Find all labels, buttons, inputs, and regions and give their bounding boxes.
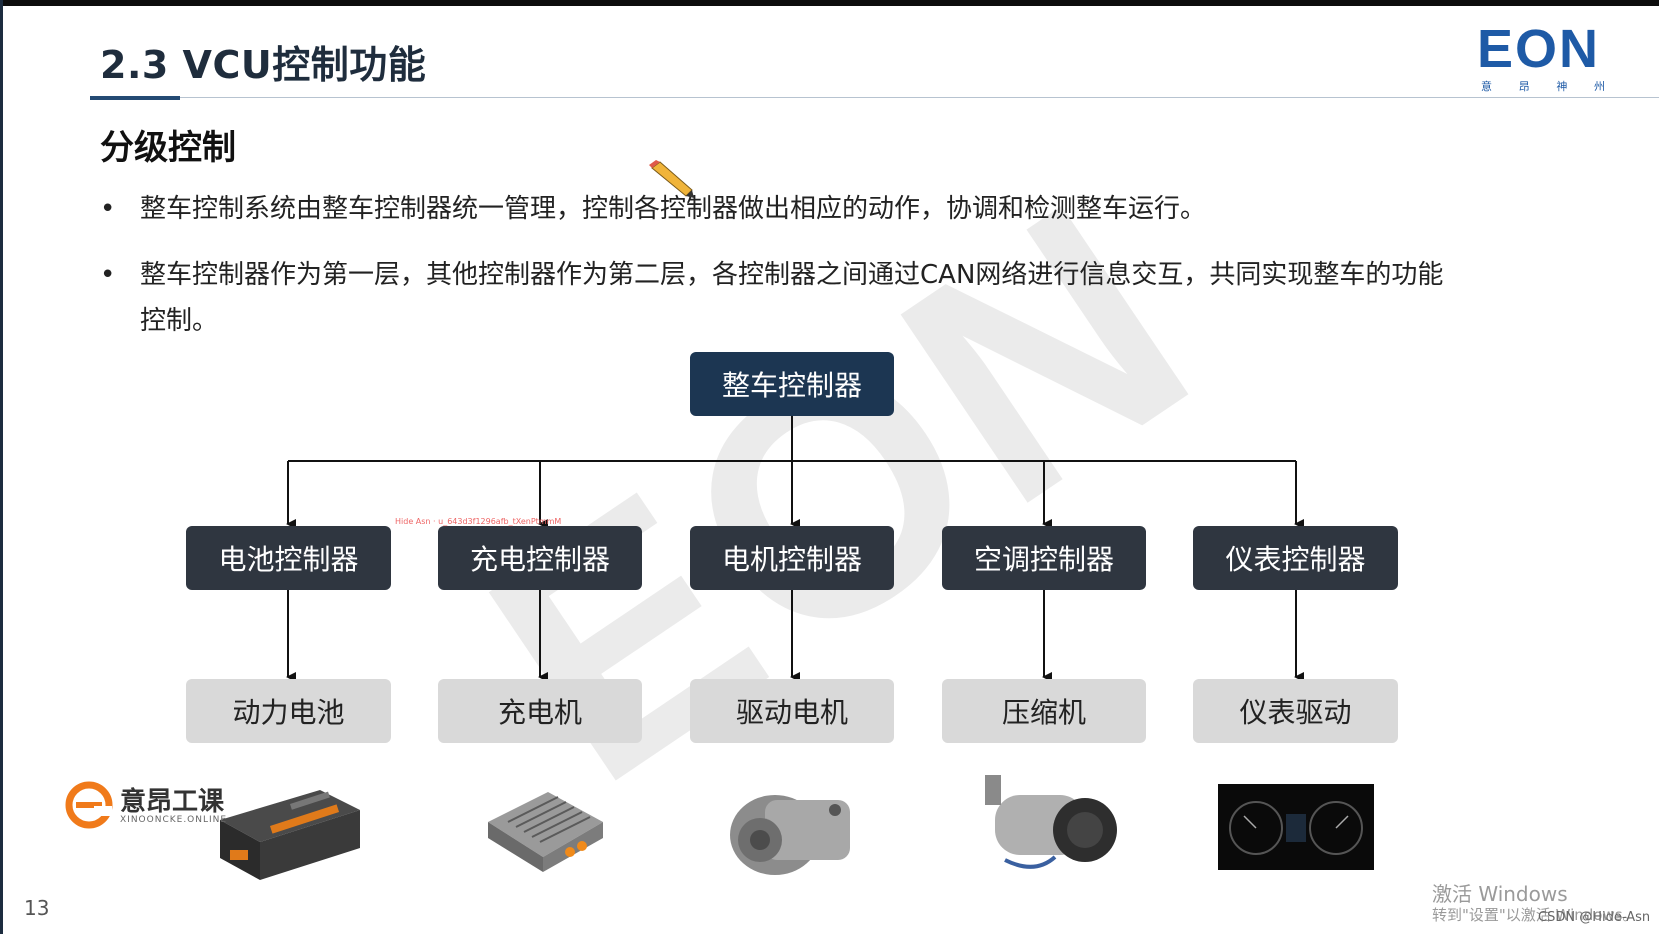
top-bar [0, 0, 1659, 6]
logo-wordmark: EON [1477, 19, 1601, 79]
logo-subtitle: 意 昂 神 州 [1477, 78, 1609, 94]
battery-pack-image [200, 780, 370, 894]
slide-title: 2.3 VCU控制功能 [100, 43, 427, 87]
brand-name: 意昂工课 [120, 787, 225, 817]
title-divider [90, 97, 1659, 98]
ac-controller-node: 空调控制器 [942, 526, 1146, 590]
power-battery-node: 动力电池 [186, 679, 391, 743]
drive-motor-image [715, 770, 865, 889]
charging-controller-node: 充电控制器 [438, 526, 642, 590]
motor-controller-node: 电机控制器 [690, 526, 894, 590]
drive-motor-node: 驱动电机 [690, 679, 894, 743]
instrument-cluster-image [1218, 784, 1374, 874]
bullet-text-line-2: 控制。 [140, 306, 219, 336]
bullet-dot: • [100, 260, 116, 290]
charger-node: 充电机 [438, 679, 642, 743]
battery-controller-node: 电池控制器 [186, 526, 391, 590]
section-heading: 分级控制 [100, 128, 236, 168]
page-number: 13 [24, 896, 50, 920]
pen-cursor-icon [648, 160, 696, 204]
instrument-driver-node: 仪表驱动 [1193, 679, 1398, 743]
compressor-image [975, 765, 1125, 889]
brand-logo: 意昂工课 XINOONCKE.ONLINE [64, 780, 227, 834]
logo-sub-char: 神 [1556, 80, 1568, 93]
windows-activation-title: 激活 Windows [1432, 882, 1568, 906]
logo-sub-char: 昂 [1518, 80, 1530, 93]
logo-sub-char: 州 [1593, 80, 1605, 93]
vehicle-controller-node: 整车控制器 [690, 352, 894, 416]
overlay-watermark-text: Hide Asn · u_643d3f1296afb_tXenPtmmM [395, 517, 562, 526]
compressor-node: 压缩机 [942, 679, 1146, 743]
bullet-text-line-1: 整车控制器作为第一层，其他控制器作为第二层，各控制器之间通过CAN网络进行信息交… [140, 260, 1444, 290]
bullet-dot: • [100, 194, 116, 224]
brand-domain: XINOONCKE.ONLINE [120, 815, 228, 825]
logo-sub-char: 意 [1481, 80, 1492, 93]
bullet-text: 整车控制系统由整车控制器统一管理，控制各控制器做出相应的动作，协调和检测整车运行… [140, 194, 1207, 224]
charger-image [478, 772, 608, 886]
left-edge-bar [0, 0, 3, 934]
windows-activation-text: 转到"设置"以激活 Windows。 [1432, 906, 1638, 924]
csdn-credit: CSDN @Hide-Asn [1538, 910, 1651, 925]
title-divider-accent [90, 96, 180, 100]
brand-e-icon [64, 780, 114, 834]
instrument-controller-node: 仪表控制器 [1193, 526, 1398, 590]
eon-logo: EON 意 昂 神 州 [1477, 22, 1609, 94]
